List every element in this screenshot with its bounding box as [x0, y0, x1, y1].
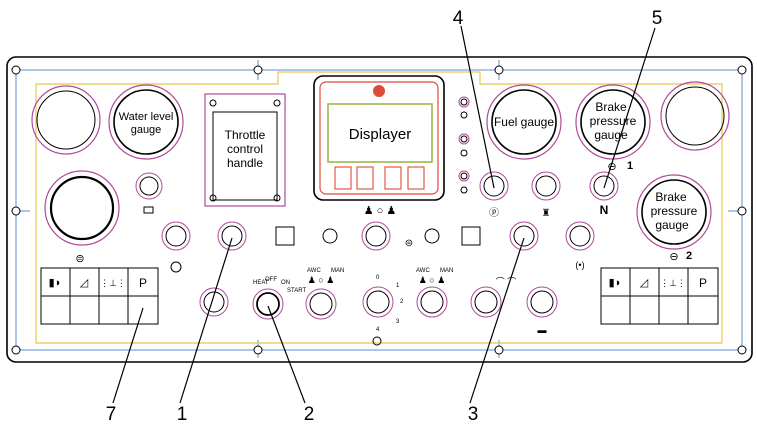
displayer-label: Displayer — [349, 126, 412, 143]
axle-icons: ⊜ — [405, 238, 413, 249]
panel-outer — [6, 56, 753, 363]
part-number-7: 7 — [106, 404, 117, 425]
part-number-4: 4 — [453, 8, 464, 29]
mode-right-awc: AWC — [416, 268, 430, 274]
switch-neutral[interactable]: N — [589, 171, 619, 217]
ignition-switch[interactable]: HEAT OFF ON START — [252, 277, 306, 320]
switch-horn-right[interactable]: ▬ — [526, 286, 558, 335]
mode-switch-awc[interactable]: AWC MAN ♟ ○ ♟ — [305, 268, 344, 320]
switch-right-1[interactable] — [509, 221, 539, 251]
timer-icon — [372, 336, 382, 346]
water-level-label-1: Water level — [119, 111, 174, 123]
ignition-off: OFF — [265, 277, 277, 283]
center-lamp — [322, 228, 338, 244]
switch-left-1[interactable] — [161, 221, 191, 273]
gear-1: 1 — [396, 283, 400, 289]
leader-lines — [112, 25, 656, 404]
mounting-holes — [11, 65, 747, 355]
brand-logo-icon — [373, 85, 385, 97]
ignition-start: START — [287, 288, 306, 294]
mode-right-icons: ♟ ○ ♟ — [419, 275, 446, 285]
switch-horn-left[interactable] — [199, 287, 229, 317]
switch-parking[interactable]: ⓟ — [479, 171, 509, 219]
headlight-icon: ▮◗ — [49, 277, 62, 289]
part-number-5: 5 — [652, 8, 663, 29]
blank-button-left[interactable] — [275, 226, 295, 246]
fuel-gauge: Fuel gauge — [486, 84, 562, 160]
water-level-label-2: gauge — [131, 124, 162, 136]
top-right-gauge — [660, 81, 730, 151]
left-park-key: P — [139, 276, 147, 290]
switch-right-2[interactable]: (•) — [565, 221, 595, 270]
right-worklight-icon: ◿ — [640, 277, 649, 289]
inner-trim — [35, 71, 723, 344]
battery-indicator — [135, 172, 163, 214]
part-number-2: 2 — [304, 404, 315, 425]
brake-1-label-1: Brake — [595, 100, 627, 114]
ignition-on: ON — [281, 280, 290, 286]
throttle-label-2: control — [227, 142, 263, 156]
horn-icon: ▬ — [538, 325, 547, 335]
throttle-label-1: Throttle — [225, 128, 266, 142]
gear-3: 3 — [396, 319, 400, 325]
key-slot — [424, 228, 440, 244]
mode-man: MAN — [331, 268, 344, 274]
top-left-gauge — [31, 85, 101, 155]
parking-brake-icon: ⓟ — [489, 207, 499, 219]
switch-lower-right-1[interactable] — [470, 286, 502, 318]
mode-icons: ♟ ○ ♟ — [308, 275, 335, 285]
brake-1-index: 1 — [627, 160, 633, 172]
fan-icon — [170, 261, 182, 273]
left-key-grid — [40, 267, 159, 325]
sidelight-icon: ⋮⊥⋮ — [100, 278, 126, 288]
ignition-heat: HEAT — [253, 280, 269, 286]
fuel-gauge-label: Fuel gauge — [494, 115, 554, 129]
beacon-icon: (•) — [575, 260, 584, 270]
brake-2-label-3: gauge — [655, 218, 689, 232]
indicator-lamps — [458, 96, 470, 194]
display-mode-icons: ♟ ○ ♟ — [364, 205, 396, 217]
mode-right-man: MAN — [440, 268, 453, 274]
displayer: Displayer ♟ ○ ♟ — [313, 75, 445, 217]
right-sidelight-icon: ⋮⊥⋮ — [660, 278, 686, 288]
brake-2-label-2: pressure — [651, 204, 698, 218]
hazard-icon: ♜ — [542, 208, 551, 219]
left-lower-large-gauge: ⊜ — [44, 170, 120, 265]
right-headlight-icon: ▮◗ — [609, 277, 622, 289]
transmission-icon: ⊜ — [75, 253, 84, 265]
neutral-label: N — [600, 203, 609, 217]
part-number-1: 1 — [177, 404, 188, 425]
blank-button-right[interactable] — [461, 226, 481, 246]
right-key-grid — [600, 267, 719, 325]
brake-2-index: 2 — [686, 250, 692, 262]
wiper-icons: ⌒ ⌒ — [496, 277, 517, 287]
throttle-label-3: handle — [227, 156, 263, 170]
mode-switch-right[interactable]: AWC MAN ♟ ○ ♟ — [416, 268, 453, 318]
brake-2-label-1: Brake — [655, 190, 687, 204]
gear-2: 2 — [400, 299, 404, 305]
gear-switch[interactable]: 0 1 2 3 4 — [362, 275, 404, 346]
mode-awc: AWC — [307, 268, 321, 274]
right-park-key: P — [699, 276, 707, 290]
brake-1-icon: ⊖ — [607, 161, 616, 173]
gear-4: 4 — [376, 327, 380, 333]
switch-center[interactable] — [361, 221, 391, 251]
brake-2-icon: ⊖ — [669, 251, 678, 263]
switch-left-2[interactable] — [217, 221, 247, 251]
worklight-icon: ◿ — [80, 277, 89, 289]
switch-hazard[interactable]: ♜ — [531, 171, 561, 219]
battery-icon — [143, 206, 154, 214]
brake-1-label-2: pressure — [590, 114, 637, 128]
gear-0: 0 — [376, 275, 380, 281]
part-number-3: 3 — [468, 404, 479, 425]
